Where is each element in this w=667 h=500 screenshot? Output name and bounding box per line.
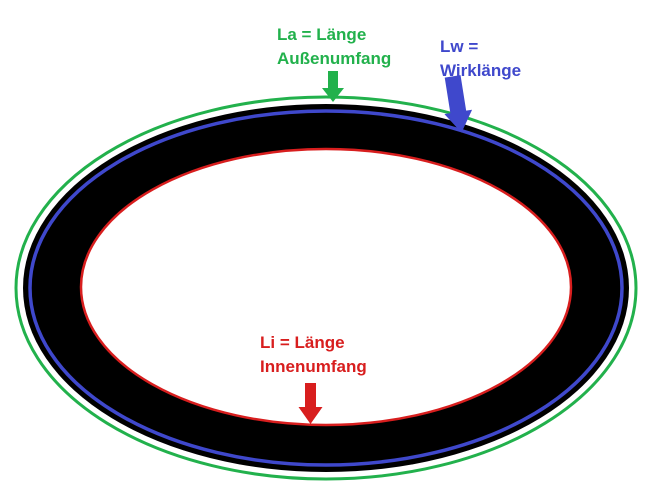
inner-circumference-arrow-icon [298, 383, 323, 424]
label-li-line2: Innenumfang [260, 357, 367, 376]
label-la-line2: Außenumfang [277, 49, 391, 68]
outer-circumference-line [14, 95, 638, 481]
label-la-line1: La = Länge [277, 25, 366, 44]
effective-length-arrow-icon [444, 75, 473, 133]
label-li-line1: Li = Länge [260, 333, 345, 352]
outer-circumference-arrow-icon [322, 71, 344, 102]
inner-circumference-line [79, 147, 573, 427]
belt-ring-hole [81, 149, 571, 425]
effective-length-line [28, 109, 624, 467]
label-lw-line1: Lw = [440, 37, 478, 56]
